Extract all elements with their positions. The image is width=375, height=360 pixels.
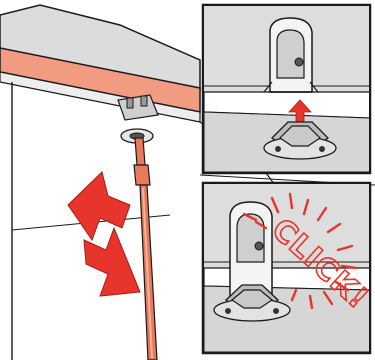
ceiling-clip [118, 95, 158, 120]
detail-panel-bottom: CLICK! [203, 183, 375, 353]
detail-panel-top [203, 5, 370, 173]
clip-housing-top [264, 18, 318, 92]
